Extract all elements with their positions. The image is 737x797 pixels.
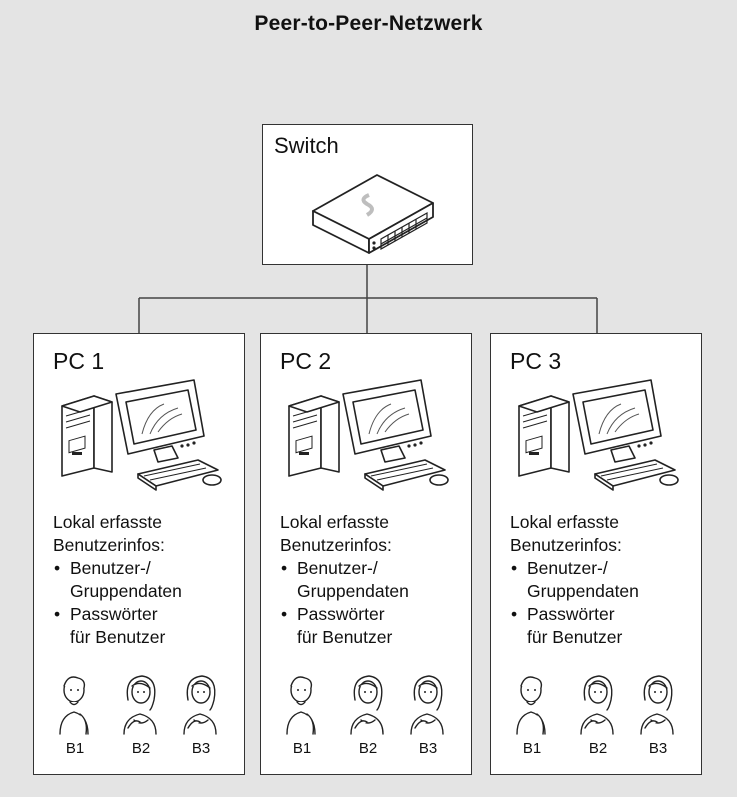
user-label: B1: [292, 740, 312, 757]
desktop-computer-icon: [281, 376, 453, 496]
desktop-computer-icon: [54, 376, 226, 496]
user-info-text: Lokal erfasste Benutzerinfos: Benutzer-/…: [53, 511, 182, 649]
bullet-text: Passwörter: [70, 604, 158, 624]
bullet-item: Passwörter für Benutzer: [280, 603, 409, 649]
user-group: B1 B2 B3: [46, 668, 232, 772]
pc-label: PC 2: [280, 348, 332, 374]
user-label: B2: [358, 740, 378, 757]
info-line: Lokal erfasste: [510, 512, 619, 532]
info-bullet-list: Benutzer-/ Gruppendaten Passwörter für Ben…: [53, 557, 182, 649]
user-info-text: Lokal erfasste Benutzerinfos: Benutzer-/…: [510, 511, 639, 649]
user-figure: B2: [569, 668, 627, 768]
diagram-title: Peer-to-Peer-Netzwerk: [254, 12, 483, 35]
user-label: B3: [648, 740, 668, 757]
user-figure: B3: [399, 668, 457, 768]
bullet-text: Gruppendaten: [70, 581, 182, 601]
user-figure: B3: [172, 668, 230, 768]
user-label: B1: [65, 740, 85, 757]
info-bullet-list: Benutzer-/ Gruppendaten Passwörter für Ben…: [280, 557, 409, 649]
bullet-text: für Benutzer: [297, 627, 393, 647]
user-label: B2: [588, 740, 608, 757]
user-label: B1: [522, 740, 542, 757]
user-figure: B2: [112, 668, 170, 768]
bullet-item: Benutzer-/ Gruppendaten: [280, 557, 409, 603]
pc-node-3: PC 3: [490, 333, 702, 775]
bullet-text: Benutzer-/: [70, 558, 151, 578]
switch-node: Switch: [262, 124, 473, 265]
bullet-text: Passwörter: [527, 604, 615, 624]
bullet-text: für Benutzer: [70, 627, 166, 647]
bullet-item: Benutzer-/ Gruppendaten: [510, 557, 639, 603]
user-label: B2: [131, 740, 151, 757]
pc-node-1: PC 1: [33, 333, 245, 775]
pc-node-2: PC 2: [260, 333, 472, 775]
user-info-text: Lokal erfasste Benutzerinfos: Benutzer-/…: [280, 511, 409, 649]
bullet-item: Benutzer-/ Gruppendaten: [53, 557, 182, 603]
bullet-text: Benutzer-/: [297, 558, 378, 578]
bullet-text: Gruppendaten: [297, 581, 409, 601]
user-figure: B1: [46, 668, 104, 768]
info-line: Lokal erfasste: [280, 512, 389, 532]
bullet-item: Passwörter für Benutzer: [53, 603, 182, 649]
user-label: B3: [418, 740, 438, 757]
network-switch-icon: [307, 161, 437, 257]
info-line: Benutzerinfos:: [280, 535, 392, 555]
user-group: B1 B2 B3: [273, 668, 459, 772]
bullet-text: für Benutzer: [527, 627, 623, 647]
pc-label: PC 3: [510, 348, 562, 374]
bullet-text: Benutzer-/: [527, 558, 608, 578]
desktop-computer-icon: [511, 376, 683, 496]
user-figure: B1: [503, 668, 561, 768]
user-figure: B3: [629, 668, 687, 768]
user-figure: B2: [339, 668, 397, 768]
bullet-text: Gruppendaten: [527, 581, 639, 601]
info-line: Lokal erfasste: [53, 512, 162, 532]
info-bullet-list: Benutzer-/ Gruppendaten Passwörter für Ben…: [510, 557, 639, 649]
user-label: B3: [191, 740, 211, 757]
bullet-text: Passwörter: [297, 604, 385, 624]
user-group: B1 B2 B3: [503, 668, 689, 772]
bullet-item: Passwörter für Benutzer: [510, 603, 639, 649]
pc-label: PC 1: [53, 348, 105, 374]
info-line: Benutzerinfos:: [510, 535, 622, 555]
user-figure: B1: [273, 668, 331, 768]
switch-label: Switch: [274, 133, 339, 158]
info-line: Benutzerinfos:: [53, 535, 165, 555]
